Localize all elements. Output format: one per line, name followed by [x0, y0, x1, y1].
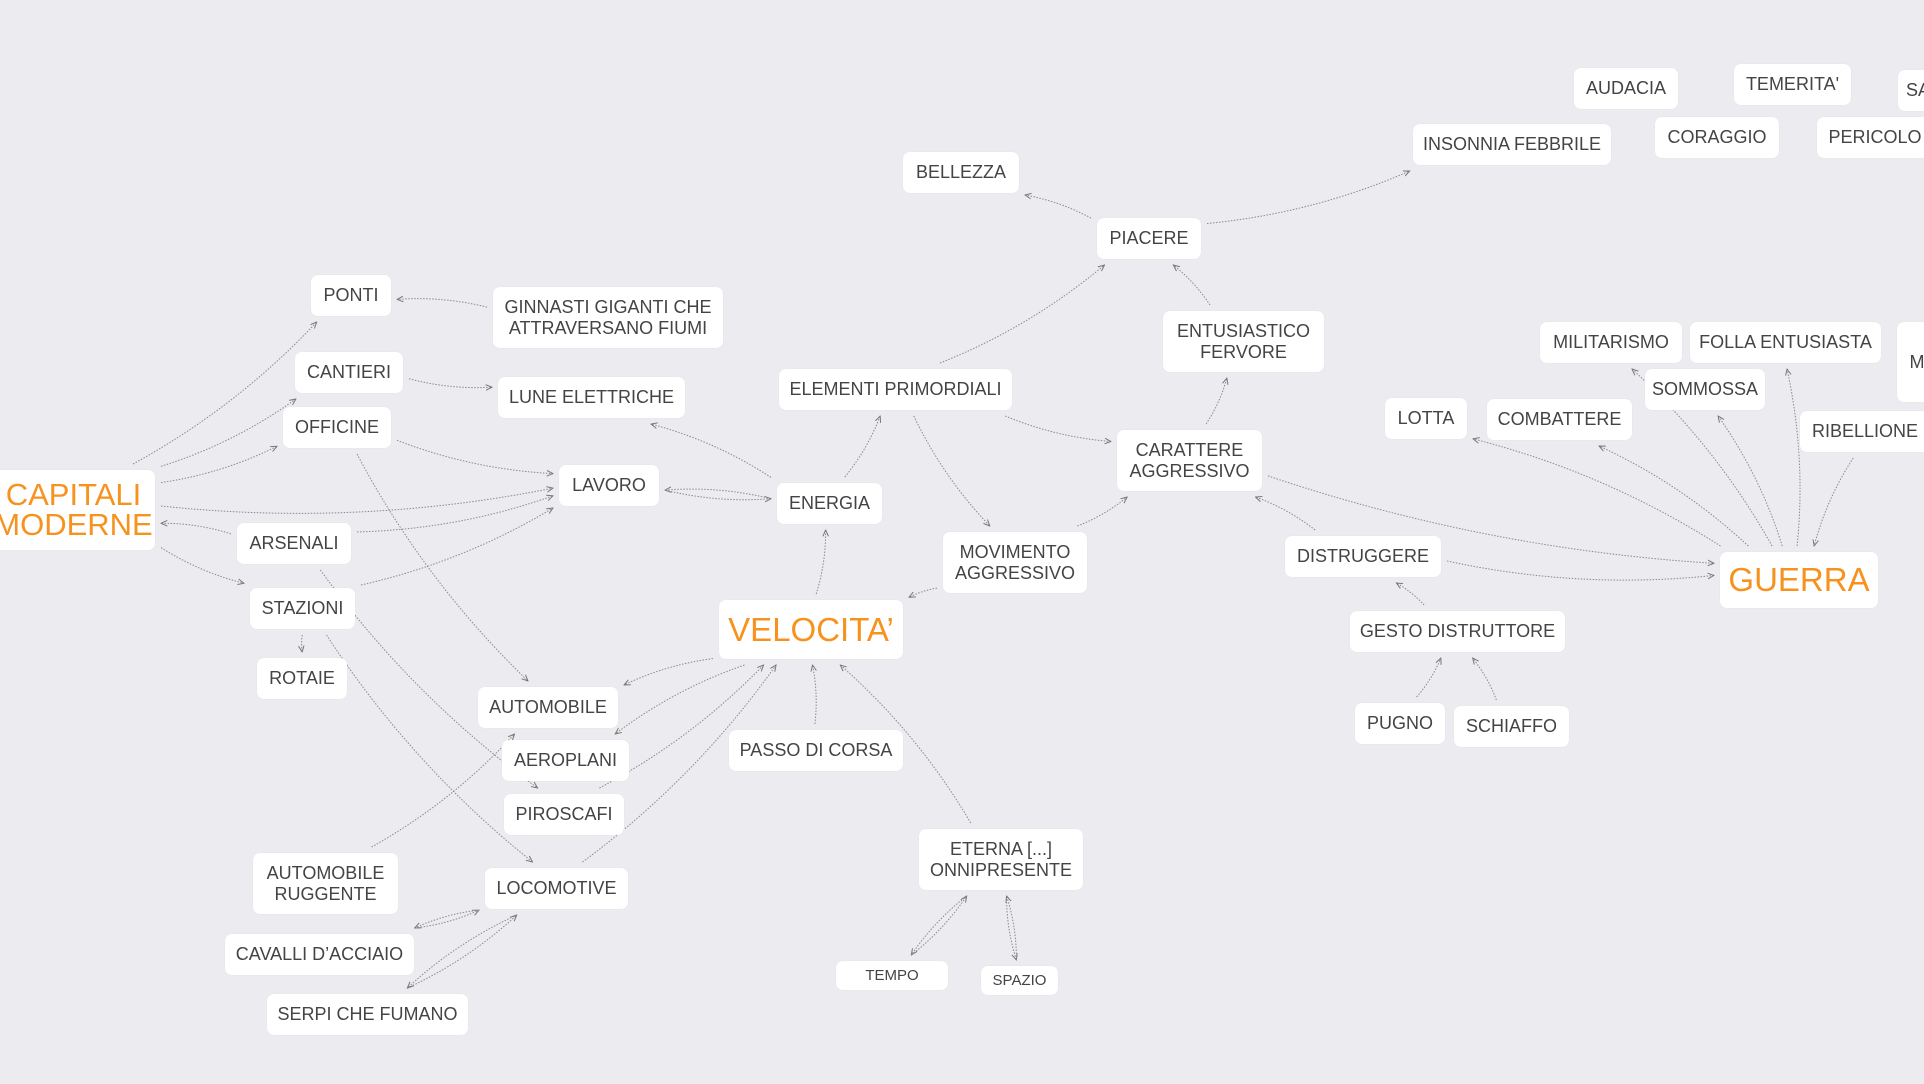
node-stazioni[interactable]: STAZIONI [250, 588, 355, 629]
node-guerra[interactable]: GUERRA [1720, 552, 1878, 608]
connector-guerra-to-combattere [1599, 446, 1749, 547]
node-pericolo[interactable]: PERICOLO [1817, 117, 1924, 158]
connector-elementi-primordiali-to-carattere-aggressivo [1005, 415, 1111, 442]
connector-locomotive-to-serpi-che-fumano [407, 914, 518, 988]
connector-capitali-moderne-to-lavoro [160, 488, 553, 514]
connector-ginnasti-to-ponti [397, 299, 488, 308]
node-distruggere[interactable]: DISTRUGGERE [1285, 536, 1441, 577]
connector-velocita-to-automobile [624, 658, 714, 685]
connector-carattere-aggressivo-to-guerra [1267, 475, 1714, 563]
node-bellezza[interactable]: BELLEZZA [903, 152, 1019, 193]
node-locomotive[interactable]: LOCOMOTIVE [485, 868, 628, 909]
node-ribellione[interactable]: RIBELLIONE [1800, 411, 1924, 452]
connector-locomotive-to-cavalli-acciaio [415, 909, 480, 928]
node-ginnasti-giganti[interactable]: GINNASTI GIGANTI CHE ATTRAVERSANO FIUMI [493, 287, 723, 348]
node-coraggio[interactable]: CORAGGIO [1655, 117, 1779, 158]
node-eterna-onnipresente[interactable]: ETERNA [...] ONNIPRESENTE [919, 829, 1083, 890]
connector-gesto-distruttore-to-distruggere [1396, 583, 1425, 606]
node-sa-partial[interactable]: SA [1898, 70, 1924, 111]
node-officine[interactable]: OFFICINE [283, 407, 391, 448]
connector-guerra-to-sommossa [1718, 416, 1783, 547]
connector-capitali-moderne-to-stazioni [160, 547, 244, 584]
node-movimento-aggressivo[interactable]: MOVIMENTO AGGRESSIVO [943, 532, 1087, 593]
node-piroscafi[interactable]: PIROSCAFI [504, 794, 624, 835]
connector-elementi-primordiali-to-piacere [939, 265, 1105, 364]
connector-capitali-moderne-to-cantieri [160, 399, 296, 467]
node-combattere[interactable]: COMBATTERE [1487, 399, 1632, 440]
node-schiaffo[interactable]: SCHIAFFO [1454, 706, 1569, 747]
node-ponti[interactable]: PONTI [311, 275, 391, 316]
node-audacia[interactable]: AUDACIA [1574, 68, 1678, 109]
connector-movimento-aggressivo-to-velocita [909, 587, 938, 597]
node-velocita[interactable]: VELOCITA’ [719, 600, 903, 659]
connector-ribellione-to-guerra [1814, 457, 1854, 546]
connector-capitali-moderne-to-officine [160, 446, 277, 484]
node-temerita[interactable]: TEMERITA' [1734, 64, 1851, 105]
connector-eterna-onnipresente-to-tempo [911, 895, 968, 955]
node-pugno[interactable]: PUGNO [1355, 703, 1445, 744]
connector-distruggere-to-guerra [1446, 560, 1714, 581]
connector-eterna-onnipresente-to-velocita [840, 665, 972, 824]
connector-piacere-to-insonnia-febbrile [1206, 171, 1410, 224]
node-tempo[interactable]: TEMPO [836, 961, 948, 990]
node-m-partial[interactable]: M [1897, 322, 1924, 402]
node-militarismo[interactable]: MILITARISMO [1540, 322, 1682, 363]
connector-velocita-to-energia [815, 530, 825, 595]
node-spazio[interactable]: SPAZIO [981, 966, 1058, 995]
connector-spazio-to-eterna-onnipresente [1007, 896, 1017, 961]
connector-elementi-primordiali-to-movimento-aggressivo [913, 415, 990, 526]
connector-passo-di-corsa-to-velocita [813, 665, 817, 725]
node-elementi-primordiali[interactable]: ELEMENTI PRIMORDIALI [779, 369, 1012, 410]
connector-stazioni-to-locomotive [326, 634, 533, 862]
connector-distruggere-to-carattere-aggressivo [1256, 497, 1316, 531]
node-aeroplani[interactable]: AEROPLANI [502, 740, 629, 781]
node-folla-entusiasta[interactable]: FOLLA ENTUSIASTA [1690, 322, 1881, 363]
connector-pugno-to-gesto-distruttore [1416, 658, 1441, 698]
node-rotaie[interactable]: ROTAIE [257, 658, 347, 699]
node-lotta[interactable]: LOTTA [1385, 398, 1467, 439]
connector-tempo-to-eterna-onnipresente [910, 896, 966, 956]
node-energia[interactable]: ENERGIA [777, 483, 882, 524]
connector-eterna-onnipresente-to-spazio [1006, 895, 1017, 960]
connector-movimento-aggressivo-to-carattere-aggressivo [1077, 497, 1127, 527]
node-cantieri[interactable]: CANTIERI [295, 352, 403, 393]
connector-cantieri-to-lune-elettriche [408, 378, 492, 388]
connector-locomotive-to-velocita [582, 665, 777, 863]
connector-guerra-to-lotta [1473, 439, 1721, 547]
node-carattere-aggressivo[interactable]: CARATTERE AGGRESSIVO [1117, 430, 1262, 491]
connector-stazioni-to-rotaie [302, 634, 303, 652]
connector-serpi-che-fumano-to-locomotive [407, 915, 517, 989]
node-passo-di-corsa[interactable]: PASSO DI CORSA [729, 730, 903, 771]
connector-officine-to-lavoro [396, 439, 553, 473]
connector-guerra-to-folla-entusiasta [1787, 369, 1801, 547]
node-sommossa[interactable]: SOMMOSSA [1645, 369, 1765, 410]
connector-stazioni-to-lavoro [360, 508, 553, 586]
connector-entusiastico-fervore-to-piacere [1173, 265, 1211, 306]
node-cavalli-acciaio[interactable]: CAVALLI D’ACCIAIO [225, 934, 414, 975]
connector-automobile-ruggente-to-automobile [371, 734, 515, 848]
connector-velocita-to-aeroplani [615, 664, 745, 734]
node-lune-elettriche[interactable]: LUNE ELETTRICHE [498, 377, 685, 418]
connector-arsenali-to-lavoro [356, 496, 553, 533]
connector-schiaffo-to-gesto-distruttore [1473, 658, 1497, 701]
connector-piacere-to-bellezza [1025, 195, 1092, 219]
node-piacere[interactable]: PIACERE [1097, 218, 1201, 259]
connector-officine-to-automobile [356, 453, 528, 681]
connector-cavalli-acciaio-to-locomotive [414, 910, 479, 929]
connector-energia-to-elementi-primordiali [844, 416, 880, 478]
connector-energia-to-lune-elettriche [651, 424, 772, 478]
node-automobile-ruggente[interactable]: AUTOMOBILE RUGGENTE [253, 853, 398, 914]
node-insonnia-febbrile[interactable]: INSONNIA FEBBRILE [1413, 124, 1611, 165]
node-capitali-moderne[interactable]: CAPITALI MODERNE [0, 470, 155, 550]
node-lavoro[interactable]: LAVORO [559, 465, 659, 506]
node-serpi-che-fumano[interactable]: SERPI CHE FUMANO [267, 994, 468, 1035]
node-entusiastico-fervore[interactable]: ENTUSIASTICO FERVORE [1163, 311, 1324, 372]
node-arsenali[interactable]: ARSENALI [237, 523, 351, 564]
node-gesto-distruttore[interactable]: GESTO DISTRUTTORE [1350, 611, 1565, 652]
connector-carattere-aggressivo-to-entusiastico-fervore [1205, 378, 1227, 425]
connector-arsenali-to-capitali-moderne [161, 523, 232, 535]
node-automobile[interactable]: AUTOMOBILE [478, 687, 618, 728]
